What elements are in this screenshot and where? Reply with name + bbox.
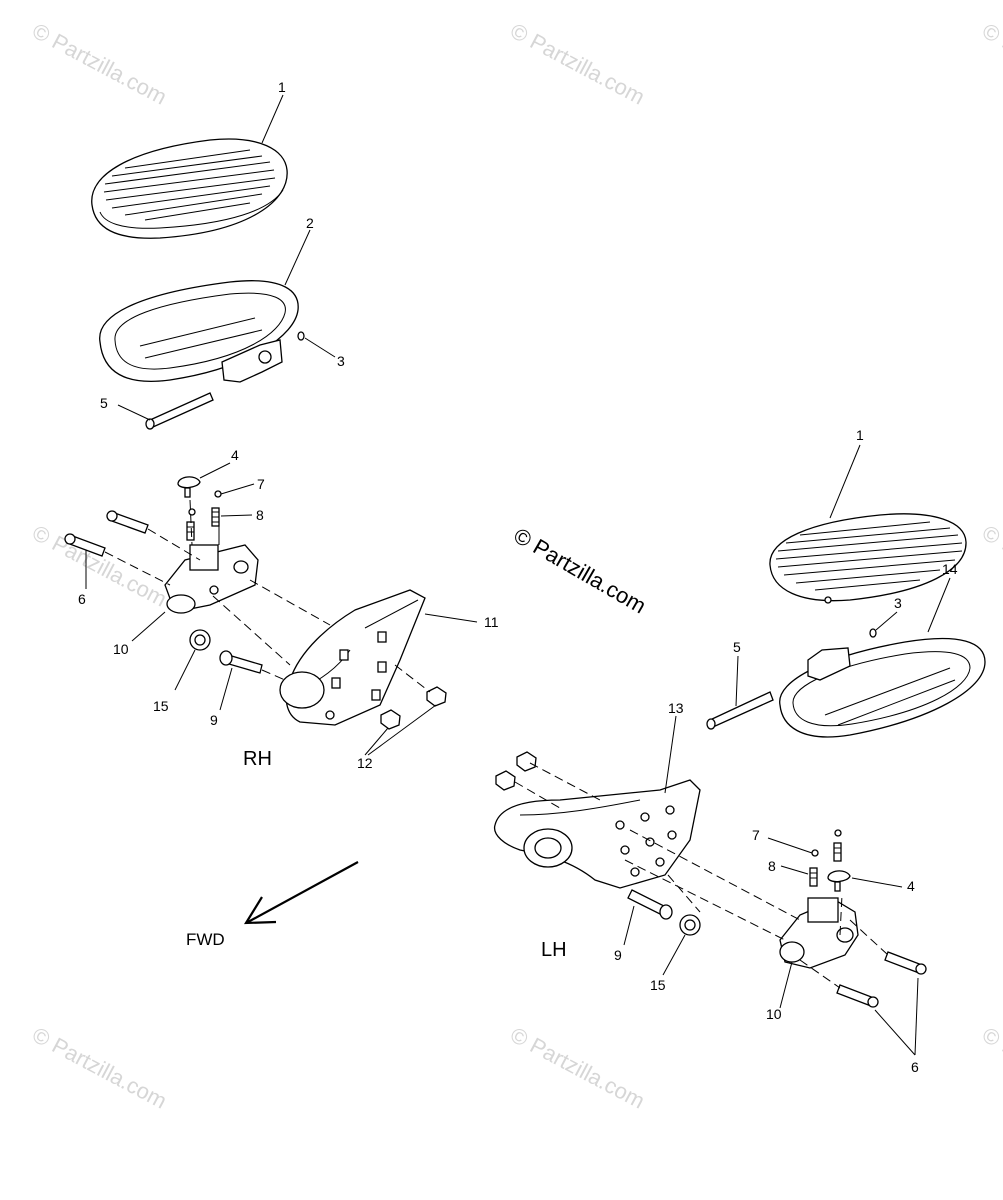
- rh-callout-2: 2: [306, 215, 314, 231]
- rh-callout-5: 5: [100, 395, 108, 411]
- rh-socket-bolt: [219, 650, 263, 674]
- rh-callout-7: 7: [257, 476, 265, 492]
- lh-callout-15: 15: [650, 977, 666, 993]
- lh-callout-14: 14: [942, 561, 958, 577]
- rh-flange-nut: [189, 629, 211, 651]
- rh-nut-a: [426, 686, 447, 707]
- lh-bolt-lower: [836, 984, 879, 1008]
- lh-callout-7: 7: [752, 827, 760, 843]
- rh-callout-6: 6: [78, 591, 86, 607]
- rh-ball-2: [188, 508, 196, 516]
- lh-nut-a: [495, 770, 516, 791]
- lh-callout-5: 5: [733, 639, 741, 655]
- lh-bolt-upper: [884, 951, 927, 975]
- lh-floorboard-pad: [769, 513, 967, 604]
- lh-footrest-bracket: [493, 779, 701, 889]
- lh-ball: [811, 849, 819, 857]
- lh-spring: [809, 867, 818, 887]
- rh-callout-15: 15: [153, 698, 169, 714]
- lh-pivot-pin: [706, 691, 774, 730]
- lh-callout-4: 4: [907, 878, 915, 894]
- rh-footrest-bracket: [279, 589, 426, 726]
- rh-spring: [211, 507, 220, 527]
- lh-nut-b: [516, 751, 537, 772]
- rh-bolt-lower: [64, 533, 106, 557]
- lh-callout-8: 8: [768, 858, 776, 874]
- rh-mount-bracket: [164, 544, 259, 614]
- rh-callout-9: 9: [210, 712, 218, 728]
- rh-screw-top: [177, 476, 201, 498]
- rh-callout-11: 11: [484, 614, 499, 630]
- fwd-label: FWD: [186, 930, 225, 949]
- rh-ball: [214, 490, 222, 498]
- lh-leader-lines: [623, 444, 951, 1056]
- lh-callout-9: 9: [614, 947, 622, 963]
- rh-pivot-pin: [145, 392, 214, 430]
- rh-leader-lines: [85, 94, 478, 756]
- fwd-arrow: [243, 861, 359, 925]
- lh-spring-2: [833, 842, 842, 862]
- rh-floorboard-pad: [91, 138, 288, 239]
- rh-callout-10: 10: [113, 641, 129, 657]
- rh-o-ring: [297, 331, 305, 341]
- rh-bolt-upper: [106, 510, 149, 534]
- lh-o-ring: [869, 628, 877, 638]
- lh-socket-bolt: [627, 889, 673, 920]
- lh-mount-bracket: [779, 897, 859, 969]
- rh-callout-1: 1: [278, 79, 286, 95]
- lh-callout-10: 10: [766, 1006, 782, 1022]
- rh-callout-12: 12: [357, 755, 373, 771]
- lh-flange-nut: [679, 914, 701, 936]
- rh-side-label: RH: [243, 748, 272, 770]
- lh-floorboard-pan: [779, 637, 986, 738]
- rh-callout-3: 3: [337, 353, 345, 369]
- rh-nut-b: [380, 709, 401, 730]
- lh-ball-2: [834, 829, 842, 837]
- lh-callout-6: 6: [911, 1059, 919, 1075]
- rh-callout-4: 4: [231, 447, 239, 463]
- rh-callout-8: 8: [256, 507, 264, 523]
- lh-callout-3: 3: [894, 595, 902, 611]
- lh-side-label: LH: [541, 939, 567, 961]
- rh-spring-2: [186, 521, 195, 541]
- lh-screw-top: [827, 870, 851, 892]
- lh-callout-13: 13: [668, 700, 684, 716]
- center-copyright: © Partzilla.com: [510, 523, 651, 619]
- rh-floorboard-pan: [99, 280, 299, 383]
- lh-callout-1: 1: [856, 427, 864, 443]
